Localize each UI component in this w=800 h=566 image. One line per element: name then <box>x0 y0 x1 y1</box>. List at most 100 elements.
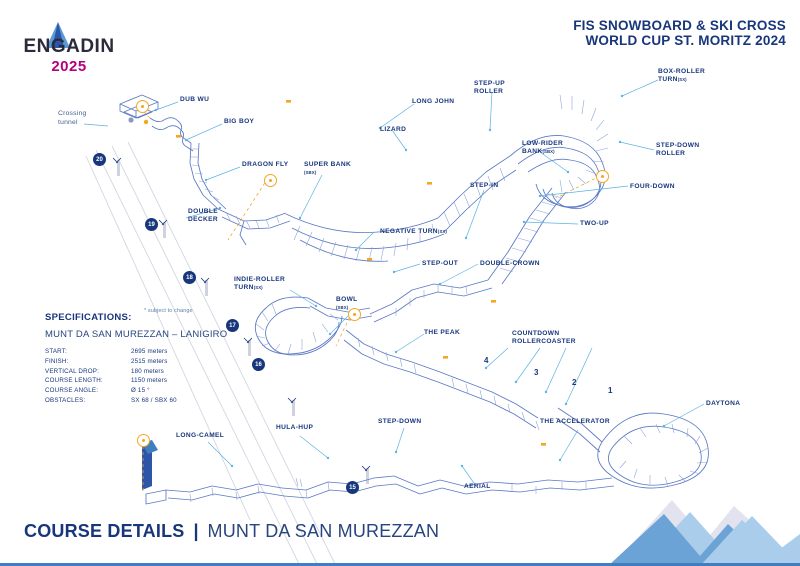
logo-year: 2025 <box>51 58 87 75</box>
label-indie-roller-turn-line2: TURN(SX) <box>234 284 263 292</box>
footer-title: COURSE DETAILS <box>24 521 185 541</box>
spec-value: 180 meters <box>131 367 164 375</box>
label-the-accelerator: THE ACCELERATOR <box>540 418 610 425</box>
event-title-line1: FIS SNOWBOARD & SKI CROSS <box>573 18 786 33</box>
label-four-down: FOUR-DOWN <box>630 183 675 190</box>
label-negative-turn-text: NEGATIVE TURN <box>380 228 438 235</box>
label-daytona: DAYTONA <box>706 400 741 407</box>
label-negative-turn-suffix: (SX) <box>437 229 447 234</box>
label-hula-hup: HULA-HUP <box>276 424 314 431</box>
crossing-tunnel-label: Crossing tunnel <box>58 110 86 127</box>
label-low-rider-bank-line1: LOW-RIDER <box>522 140 564 147</box>
table-row: OBSTACLES: SX 68 / SBX 60 <box>45 395 177 405</box>
countdown-number-2: 2 <box>572 378 577 387</box>
spec-value: SX 68 / SBX 60 <box>131 396 177 404</box>
label-double-decker-line1: DOUBLE <box>188 208 218 215</box>
label-double-decker-line2: DECKER <box>188 216 218 224</box>
viewpoint-camera-icon[interactable] <box>137 434 150 447</box>
label-step-down: STEP-DOWN <box>378 418 422 425</box>
table-row: COURSE ANGLE: Ø 15 ° <box>45 386 177 396</box>
pylon-marker-18: 18 <box>183 271 196 284</box>
specifications-block: SPECIFICATIONS: * subject to change MUNT… <box>45 307 255 405</box>
label-bowl: BOWL (SBX) <box>336 296 358 312</box>
label-two-up: TWO-UP <box>580 220 609 227</box>
spec-value: 1150 meters <box>131 377 168 385</box>
logo-wordmark: ENGADIN <box>23 36 115 57</box>
finish-gate <box>142 440 158 490</box>
label-step-down-roller-line1: STEP-DOWN <box>656 142 700 149</box>
leader-lines <box>83 79 705 487</box>
label-countdown-line2: ROLLERCOASTER <box>512 338 576 346</box>
label-countdown-line1: COUNTDOWN <box>512 330 560 337</box>
countdown-number-1: 1 <box>608 386 613 395</box>
label-bowl-suffix: (SBX) <box>336 305 349 311</box>
label-negative-turn: NEGATIVE TURN(SX) <box>380 228 447 236</box>
label-dragon-fly: DRAGON FLY <box>242 161 289 168</box>
footer: COURSE DETAILS | MUNT DA SAN MUREZZAN <box>24 521 439 542</box>
logo-mountain-mark <box>46 22 70 48</box>
specifications-table: START: 2695 meters FINISH: 2515 meters V… <box>45 347 177 405</box>
course-track <box>145 94 709 505</box>
label-lizard: LIZARD <box>380 126 407 133</box>
spec-key: START: <box>45 348 67 356</box>
label-step-out: STEP-OUT <box>422 260 459 267</box>
start-gate <box>119 94 159 125</box>
spec-key: COURSE ANGLE: <box>45 387 99 395</box>
label-step-down-roller: STEP-DOWN ROLLER <box>656 142 699 158</box>
label-long-john: LONG JOHN <box>412 98 455 105</box>
countdown-number-4: 4 <box>484 356 489 365</box>
spec-key: FINISH: <box>45 358 69 366</box>
label-box-roller-turn-line1: BOX-ROLLER <box>658 68 706 75</box>
spec-key: COURSE LENGTH: <box>45 377 103 385</box>
spec-key: VERTICAL DROP: <box>45 367 100 375</box>
specifications-heading: SPECIFICATIONS: <box>45 312 132 323</box>
label-bowl-text: BOWL <box>336 296 358 303</box>
label-box-roller-turn-line2: TURN(SX) <box>658 76 687 84</box>
viewpoint-camera-icon[interactable] <box>136 100 149 113</box>
footer-rule <box>0 563 800 566</box>
label-countdown-rollercoaster: COUNTDOWN ROLLERCOASTER <box>512 330 576 346</box>
event-title: FIS SNOWBOARD & SKI CROSS WORLD CUP ST. … <box>573 18 786 48</box>
label-step-up-roller: STEP-UP ROLLER <box>474 80 505 96</box>
label-step-down-roller-line2: ROLLER <box>656 150 686 158</box>
spec-value: 2515 meters <box>131 358 168 366</box>
pylon-marker-17: 17 <box>226 319 239 332</box>
label-box-roller-turn: BOX-ROLLER TURN(SX) <box>658 68 705 84</box>
table-row: VERTICAL DROP: 180 meters <box>45 366 177 376</box>
label-long-camel: LONG-CAMEL <box>176 432 225 439</box>
crossing-tunnel-line1: Crossing <box>58 110 87 117</box>
viewpoint-camera-icon[interactable] <box>264 174 277 187</box>
viewpoint-camera-icon[interactable] <box>348 308 361 321</box>
specifications-note: * subject to change <box>144 308 193 314</box>
spec-key: OBSTACLES: <box>45 396 86 404</box>
table-row: FINISH: 2515 meters <box>45 357 177 367</box>
lift-pylons <box>112 157 371 484</box>
table-row: START: 2695 meters <box>45 347 177 357</box>
pylon-marker-15: 15 <box>346 481 359 494</box>
label-step-in: STEP-IN <box>470 182 499 189</box>
countdown-number-3: 3 <box>534 368 539 377</box>
label-super-bank: SUPER BANK (SBX) <box>304 161 351 178</box>
spec-value: Ø 15 ° <box>131 387 150 395</box>
label-double-crown: DOUBLE-CROWN <box>480 260 540 267</box>
label-dub-wu: DUB WU <box>180 96 210 103</box>
label-low-rider-bank-line2: BANK(SBX) <box>522 148 555 156</box>
viewpoint-camera-icon[interactable] <box>596 170 609 183</box>
footer-separator: | <box>193 521 199 541</box>
event-title-line2: WORLD CUP ST. MORITZ 2024 <box>585 33 786 48</box>
footer-mountain-graphic <box>608 500 800 566</box>
crossing-tunnel-line2: tunnel <box>58 118 78 126</box>
label-super-bank-suffix: (SBX) <box>304 170 317 176</box>
footer-subtitle: MUNT DA SAN MUREZZAN <box>207 521 440 541</box>
pylon-marker-19: 19 <box>145 218 158 231</box>
label-big-boy: BIG BOY <box>224 118 255 125</box>
specifications-subtitle: MUNT DA SAN MUREZZAN – LANIGIRO <box>45 329 228 340</box>
pylon-marker-16: 16 <box>252 358 265 371</box>
label-the-peak: THE PEAK <box>424 329 461 336</box>
pylon-marker-20: 20 <box>93 153 106 166</box>
label-indie-roller-turn: INDIE-ROLLER TURN(SX) <box>234 276 285 292</box>
engadin-logo: ENGADIN 2025 <box>14 18 124 75</box>
label-step-up-roller-line1: STEP-UP <box>474 80 506 87</box>
